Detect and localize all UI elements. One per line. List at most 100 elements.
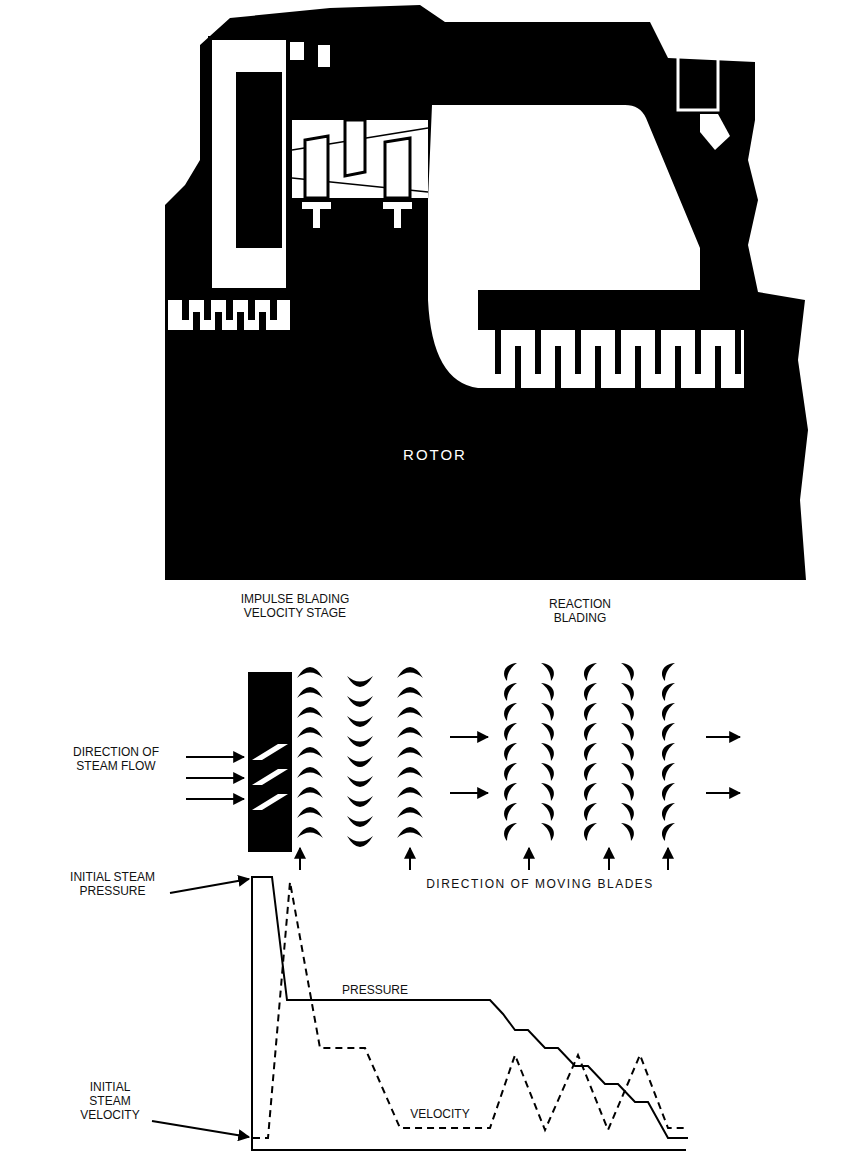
reaction-moving-blade [621,823,634,841]
gland-seal-teeth [182,300,277,330]
seal-tooth [575,330,581,374]
reaction-fixed-blade [504,683,517,701]
blade-root [302,202,331,228]
reaction-fixed-blade [662,763,675,781]
impulse-moving-blade [397,807,423,818]
reaction-moving-blade [541,783,554,801]
reaction-fixed-blade [504,803,517,821]
reaction-moving-blade [541,763,554,781]
leader-arrow [152,1121,249,1137]
nozzle-passage [252,744,288,760]
impulse-moving-blade [397,747,423,758]
impulse-moving-blade [297,787,323,798]
reaction-fixed-blade [662,823,675,841]
impulse-moving-blade [397,687,423,698]
steam-chest [210,38,288,290]
impulse-fixed-blade [347,836,373,847]
impulse-fixed-blade [347,796,373,807]
seal-tooth [248,300,255,320]
steam-flow-arrow [450,736,488,738]
turbine-section [165,5,808,580]
axis-label: INITIAL STEAM VELOCITY [70,1080,150,1122]
section-heading: REACTION BLADING [530,597,630,625]
leader-arrow [170,879,249,893]
seal-tooth [555,346,561,388]
seal-tooth [270,300,277,320]
seal-tooth [535,330,541,374]
nozzle-passage [252,769,288,785]
seal-tooth [226,300,233,320]
chest-passage [290,42,304,60]
valve-housing [678,40,718,110]
blading-schematic [186,663,740,870]
reaction-fixed-blade [584,723,597,741]
flow-arrows [186,737,740,870]
nozzle-passage [252,794,288,810]
blade-motion-arrow [667,848,669,870]
impulse-moving-blade [297,827,323,838]
seal-tooth [259,312,266,330]
reaction-moving-blade [621,803,634,821]
curve-label: PRESSURE [335,983,415,997]
impulse-moving-blade [397,707,423,718]
reaction-fixed-blade [584,663,597,681]
seal-tooth [675,346,681,388]
reaction-fixed-blade [584,823,597,841]
reaction-fixed-blade [504,783,517,801]
reaction-fixed-blade [584,683,597,701]
impulse-moving-blade [297,767,323,778]
reaction-fixed-blade [662,803,675,821]
reaction-fixed-blade [504,703,517,721]
reaction-fixed-blade [584,763,597,781]
steam-flow-arrow [186,798,244,800]
steam-flow-arrow [450,792,488,794]
pressure-velocity-graph [152,876,688,1150]
reaction-moving-blade [621,783,634,801]
reaction-moving-blade [541,823,554,841]
reaction-fixed-blade [584,703,597,721]
reaction-fixed-blade [584,803,597,821]
blade-motion-arrow [528,848,530,870]
reaction-fixed-blade [662,663,675,681]
impulse-fixed-blade [347,716,373,727]
gland-seal-gap [168,300,290,330]
reaction-fixed-blade [662,743,675,761]
seal-tooth [615,330,621,374]
casing-rotor-body [165,5,808,580]
labyrinth-seal-teeth [495,330,741,388]
axis-label: INITIAL STEAM PRESSURE [55,870,170,898]
moving-blade [305,136,328,198]
reaction-moving-blade [541,723,554,741]
impulse-moving-blade [297,687,323,698]
steam-flow-arrow [186,756,244,758]
seal-tooth [695,330,701,374]
impulse-fixed-blade [347,676,373,687]
impulse-moving-blade [297,747,323,758]
impulse-moving-blade [297,667,323,678]
impulse-moving-blade [397,787,423,798]
reaction-moving-blade [621,763,634,781]
reaction-fixed-blade [504,663,517,681]
graph-axes [252,876,686,1150]
impulse-moving-blade [297,707,323,718]
impulse-fixed-blade [347,816,373,827]
seal-tooth [595,346,601,388]
reaction-moving-blade [541,663,554,681]
chest-passage [318,45,330,67]
moving-blade [385,138,410,198]
seal-tooth [655,330,661,374]
reaction-fixed-blade [584,743,597,761]
reaction-moving-blade [621,703,634,721]
impulse-moving-blade [397,667,423,678]
steam-flow-arrow [186,777,244,779]
reaction-fixed-blade [662,703,675,721]
reaction-fixed-blade [504,723,517,741]
direction-note: DIRECTION OF STEAM FLOW [52,745,180,773]
reaction-moving-blade [621,663,634,681]
seal-tooth [204,300,211,320]
seal-tooth [237,312,244,330]
curve-label: VELOCITY [400,1107,480,1121]
impulse-fixed-blade [347,776,373,787]
part-label: ROTOR [380,446,490,464]
